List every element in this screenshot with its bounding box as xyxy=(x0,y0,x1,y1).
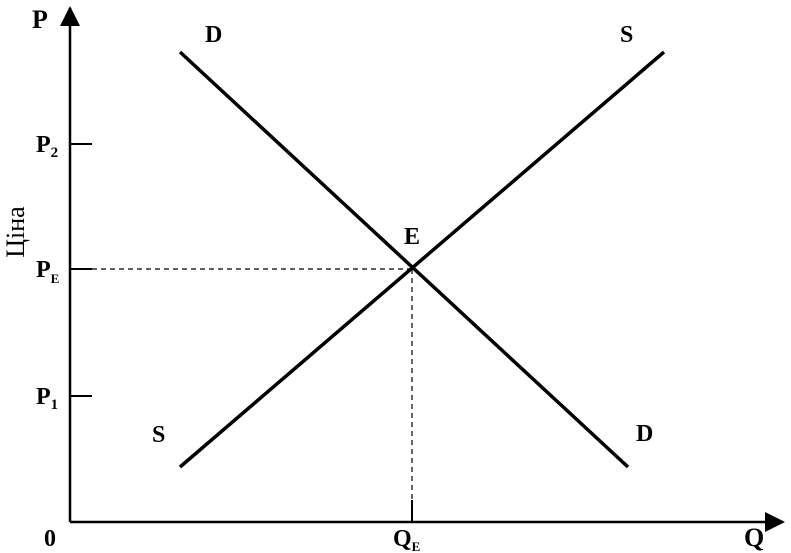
demand-label-top: D xyxy=(205,22,222,48)
supply-curve xyxy=(178,50,666,469)
supply-label-top: S xyxy=(620,22,633,48)
demand-curve xyxy=(178,50,630,469)
equilibrium-label: E xyxy=(404,224,420,250)
qe-label: QE xyxy=(393,526,420,553)
supply-label-bottom: S xyxy=(152,422,165,448)
pe-label: PE xyxy=(36,257,59,286)
p2-label: P2 xyxy=(36,132,58,161)
x-axis-label: Q xyxy=(744,523,764,552)
p1-label: P1 xyxy=(36,384,58,413)
origin-label: 0 xyxy=(44,526,56,552)
y-axis-label: P xyxy=(32,5,48,34)
y-axis-title: Ціна xyxy=(1,206,30,258)
demand-label-bottom: D xyxy=(636,421,653,447)
